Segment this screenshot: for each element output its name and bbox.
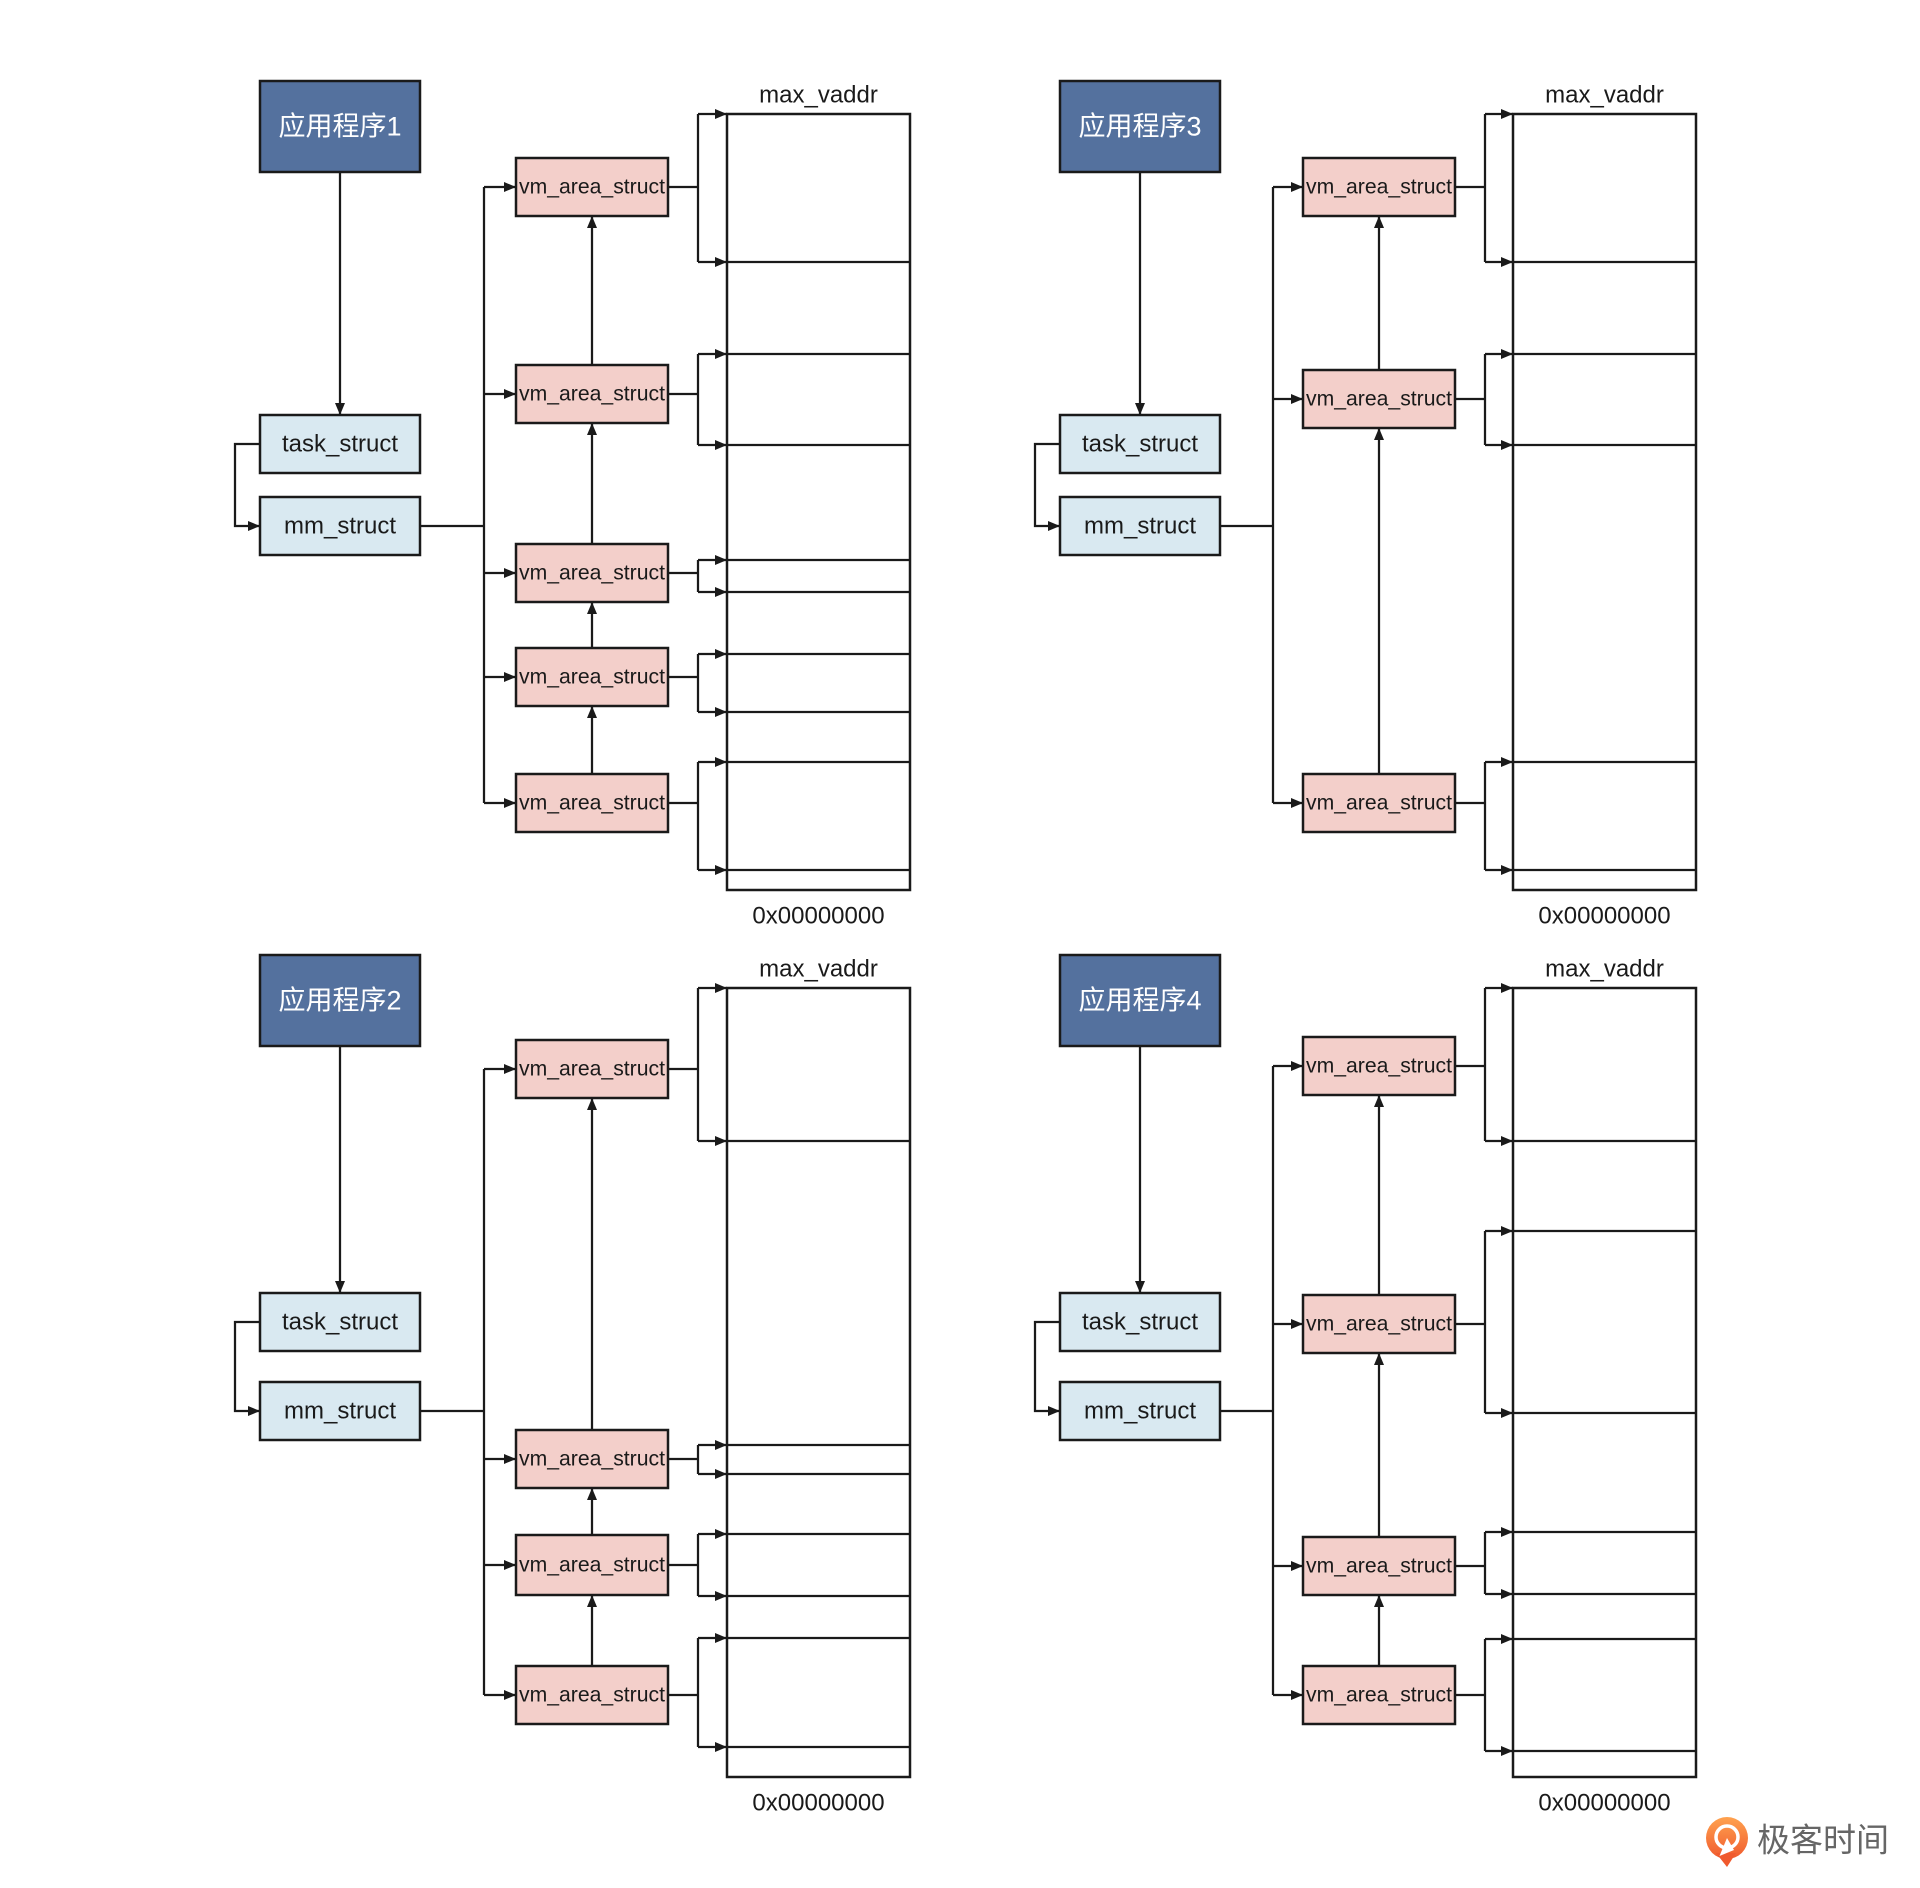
panel-3-vm-area-struct-label-2: vm_area_struct bbox=[1306, 388, 1452, 411]
panel-1-vm-area-struct-label-2: vm_area_struct bbox=[519, 383, 665, 406]
diagram-root: max_vaddr 0x00000000 应用程序1 task_struct mm_st… bbox=[233, 79, 1698, 1817]
panel-4-task-struct-label: task_struct bbox=[1082, 1309, 1198, 1336]
panel-4-vm-area-struct-box-2 bbox=[1301, 1293, 1457, 1355]
panel-3-vm-area-struct-box-3 bbox=[1301, 772, 1457, 834]
panel-1-app-box-label: 应用程序1 bbox=[278, 112, 401, 142]
panel-4-vm-area-struct-box-3 bbox=[1301, 1535, 1457, 1597]
panel-2-app-box-label: 应用程序2 bbox=[278, 986, 401, 1016]
panel-3-mm-struct-label: mm_struct bbox=[1084, 513, 1196, 540]
panel-1-vm-area-struct-box-3 bbox=[514, 542, 670, 604]
geektime-logo-icon-needle bbox=[1719, 1838, 1734, 1856]
panel-1-task-struct-label: task_struct bbox=[282, 431, 398, 458]
panel-3-min-addr-label: 0x00000000 bbox=[1538, 903, 1670, 930]
panel-4-min-addr-label: 0x00000000 bbox=[1538, 1790, 1670, 1817]
panel-4-mm-struct-label: mm_struct bbox=[1084, 1398, 1196, 1425]
panel-2-app-box bbox=[258, 953, 422, 1048]
panel-1-vm-area-struct-box-1 bbox=[514, 156, 670, 218]
panel-3-max-vaddr-label: max_vaddr bbox=[1545, 82, 1664, 109]
panel-3-vm-area-struct-box-2 bbox=[1301, 368, 1457, 430]
panel-4-vm-area-struct-box-4 bbox=[1301, 1664, 1457, 1726]
panel-4-task-to-mm-arrow bbox=[1033, 1320, 1060, 1416]
panel-3-task-struct-label: task_struct bbox=[1082, 431, 1198, 458]
panel-3-app-box-label: 应用程序3 bbox=[1078, 112, 1201, 142]
panel-4-mm-struct-box bbox=[1058, 1380, 1222, 1442]
panel-2-max-vaddr-label: max_vaddr bbox=[759, 956, 878, 983]
panel-2-vm-area-struct-box-3 bbox=[514, 1533, 670, 1597]
panel-4-memory-map bbox=[1511, 986, 1698, 1779]
panel-1-vm-area-struct-box-5 bbox=[514, 772, 670, 834]
panel-2-vm-area-struct-label-4: vm_area_struct bbox=[519, 1684, 665, 1707]
panel-2-memory-map bbox=[725, 986, 912, 1779]
panel-4-vm-area-struct-box-1 bbox=[1301, 1035, 1457, 1097]
panel-2-vm-area-struct-box-4 bbox=[514, 1664, 670, 1726]
panel-1-vm-area-struct-label-1: vm_area_struct bbox=[519, 176, 665, 199]
panel-4-app-box bbox=[1058, 953, 1222, 1048]
panel-3-task-to-mm-arrow bbox=[1033, 442, 1060, 531]
panel-4-vm-area-struct-label-4: vm_area_struct bbox=[1306, 1684, 1452, 1707]
panel-1-app-box bbox=[258, 79, 422, 174]
panel-3-memory-map bbox=[1511, 112, 1698, 892]
panel-1-mm-struct-box bbox=[258, 495, 422, 557]
panel-1-max-vaddr-label: max_vaddr bbox=[759, 82, 878, 109]
geektime-logo: 极客时间 bbox=[1706, 1817, 1889, 1867]
geektime-logo-icon-tail bbox=[1716, 1853, 1736, 1867]
panel-2-mm-struct-label: mm_struct bbox=[284, 1398, 396, 1425]
panel-1-vm-area-struct-label-3: vm_area_struct bbox=[519, 562, 665, 585]
panel-4-vm-area-struct-label-3: vm_area_struct bbox=[1306, 1555, 1452, 1578]
panel-2-task-struct-box bbox=[258, 1291, 422, 1353]
panel-2-vm-area-struct-label-2: vm_area_struct bbox=[519, 1448, 665, 1471]
panel-2-task-struct-label: task_struct bbox=[282, 1309, 398, 1336]
panel-1-vm-area-struct-label-4: vm_area_struct bbox=[519, 666, 665, 689]
panel-1-task-to-mm-arrow bbox=[233, 442, 260, 531]
panel-1-vm-area-struct-box-4 bbox=[514, 646, 670, 708]
panel-1-min-addr-label: 0x00000000 bbox=[752, 903, 884, 930]
panel-2-mm-struct-box bbox=[258, 1380, 422, 1442]
panel-1-vm-area-struct-box-2 bbox=[514, 363, 670, 425]
panel-2-vm-area-struct-label-1: vm_area_struct bbox=[519, 1058, 665, 1081]
panel-1-task-struct-box bbox=[258, 413, 422, 475]
panel-4-task-struct-box bbox=[1058, 1291, 1222, 1353]
panel-3-mm-struct-box bbox=[1058, 495, 1222, 557]
panel-4-vm-area-struct-label-1: vm_area_struct bbox=[1306, 1055, 1452, 1078]
panel-3-vm-area-struct-label-3: vm_area_struct bbox=[1306, 792, 1452, 815]
panel-1-memory-map bbox=[725, 112, 912, 892]
panel-2-task-to-mm-arrow bbox=[233, 1320, 260, 1416]
panel-3-task-struct-box bbox=[1058, 413, 1222, 475]
panel-2-min-addr-label: 0x00000000 bbox=[752, 1790, 884, 1817]
panel-3-vm-area-struct-box-1 bbox=[1301, 156, 1457, 218]
panel-4-vm-area-struct-label-2: vm_area_struct bbox=[1306, 1313, 1452, 1336]
panel-4-app-box-label: 应用程序4 bbox=[1078, 986, 1201, 1016]
panel-4-max-vaddr-label: max_vaddr bbox=[1545, 956, 1664, 983]
panel-3-vm-area-struct-label-1: vm_area_struct bbox=[1306, 176, 1452, 199]
panel-2-vm-area-struct-box-1 bbox=[514, 1038, 670, 1100]
panel-2-vm-area-struct-box-2 bbox=[514, 1428, 670, 1490]
panel-3-app-box bbox=[1058, 79, 1222, 174]
panel-1-vm-area-struct-label-5: vm_area_struct bbox=[519, 792, 665, 815]
geektime-logo-text: 极客时间 bbox=[1757, 1822, 1889, 1859]
panel-1-mm-struct-label: mm_struct bbox=[284, 513, 396, 540]
panel-2-vm-area-struct-label-3: vm_area_struct bbox=[519, 1554, 665, 1577]
